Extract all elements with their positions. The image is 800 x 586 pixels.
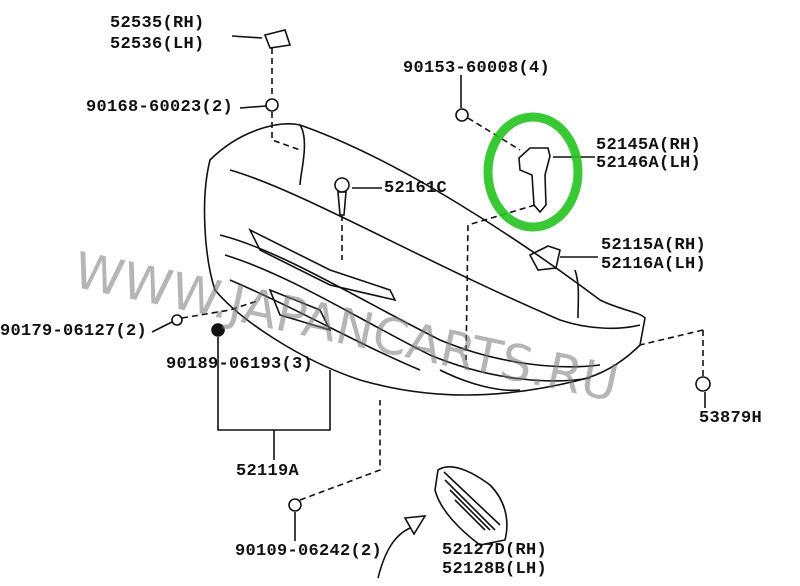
clip-part [334, 177, 350, 193]
lower-grille [434, 466, 508, 546]
screw-part [288, 498, 302, 512]
assembly-line [467, 117, 521, 151]
bumper-contour [229, 169, 641, 330]
bumper-contour [219, 234, 601, 368]
nut-part [171, 314, 183, 326]
bumper-reinforcement [248, 228, 397, 302]
highlight-circle [483, 112, 583, 232]
bumper-reinforcement [268, 288, 332, 332]
clip-stem [337, 191, 347, 216]
leader-line [217, 337, 331, 431]
part-label-52535[interactable]: 52535(RH) [110, 14, 205, 33]
bumper-cover [203, 122, 646, 396]
bumper-contour [224, 254, 591, 382]
assembly-line [639, 329, 704, 377]
part-label-52115A[interactable]: 52115A(RH) [601, 236, 707, 255]
leader-line [231, 35, 263, 39]
bracket-part [518, 147, 551, 214]
leader-line [239, 105, 267, 109]
part-label-52128B[interactable]: 52128B(LH) [442, 560, 548, 579]
retainer-part [528, 245, 561, 271]
arrow-icon [377, 527, 411, 579]
bumper-contour [299, 124, 306, 186]
clip-part [211, 323, 225, 337]
part-label-90189-06193[interactable]: 90189-06193(3) [166, 355, 314, 374]
part-label-52146A[interactable]: 52146A(LH) [596, 154, 702, 173]
part-label-90179-06127[interactable]: 90179-06127(2) [0, 322, 148, 341]
part-label-52116A[interactable]: 52116A(LH) [601, 255, 707, 274]
part-label-53879H[interactable]: 53879H [699, 409, 763, 428]
part-label-90153-60008[interactable]: 90153-60008(4) [403, 59, 551, 78]
clip-part [695, 376, 711, 392]
part-label-90109-06242[interactable]: 90109-06242(2) [235, 542, 383, 561]
arrow-head-icon [403, 515, 427, 536]
part-label-90168-60023[interactable]: 90168-60023(2) [86, 98, 234, 117]
part-label-52119A[interactable]: 52119A [236, 462, 300, 481]
part-label-52536[interactable]: 52536(LH) [110, 35, 205, 54]
assembly-line [271, 48, 301, 151]
part-label-52145A[interactable]: 52145A(RH) [596, 136, 702, 155]
leader-line [574, 269, 580, 319]
part-label-52161C[interactable]: 52161C [384, 179, 448, 198]
bolt-part [455, 108, 469, 122]
leader-line [151, 321, 173, 333]
assembly-line [299, 400, 381, 501]
screw-part [265, 98, 279, 112]
clip-part [263, 29, 292, 49]
bumper-contour [439, 369, 521, 392]
assembly-line [465, 204, 536, 361]
lower-grille-slats [443, 471, 501, 531]
part-label-52127D[interactable]: 52127D(RH) [442, 541, 548, 560]
